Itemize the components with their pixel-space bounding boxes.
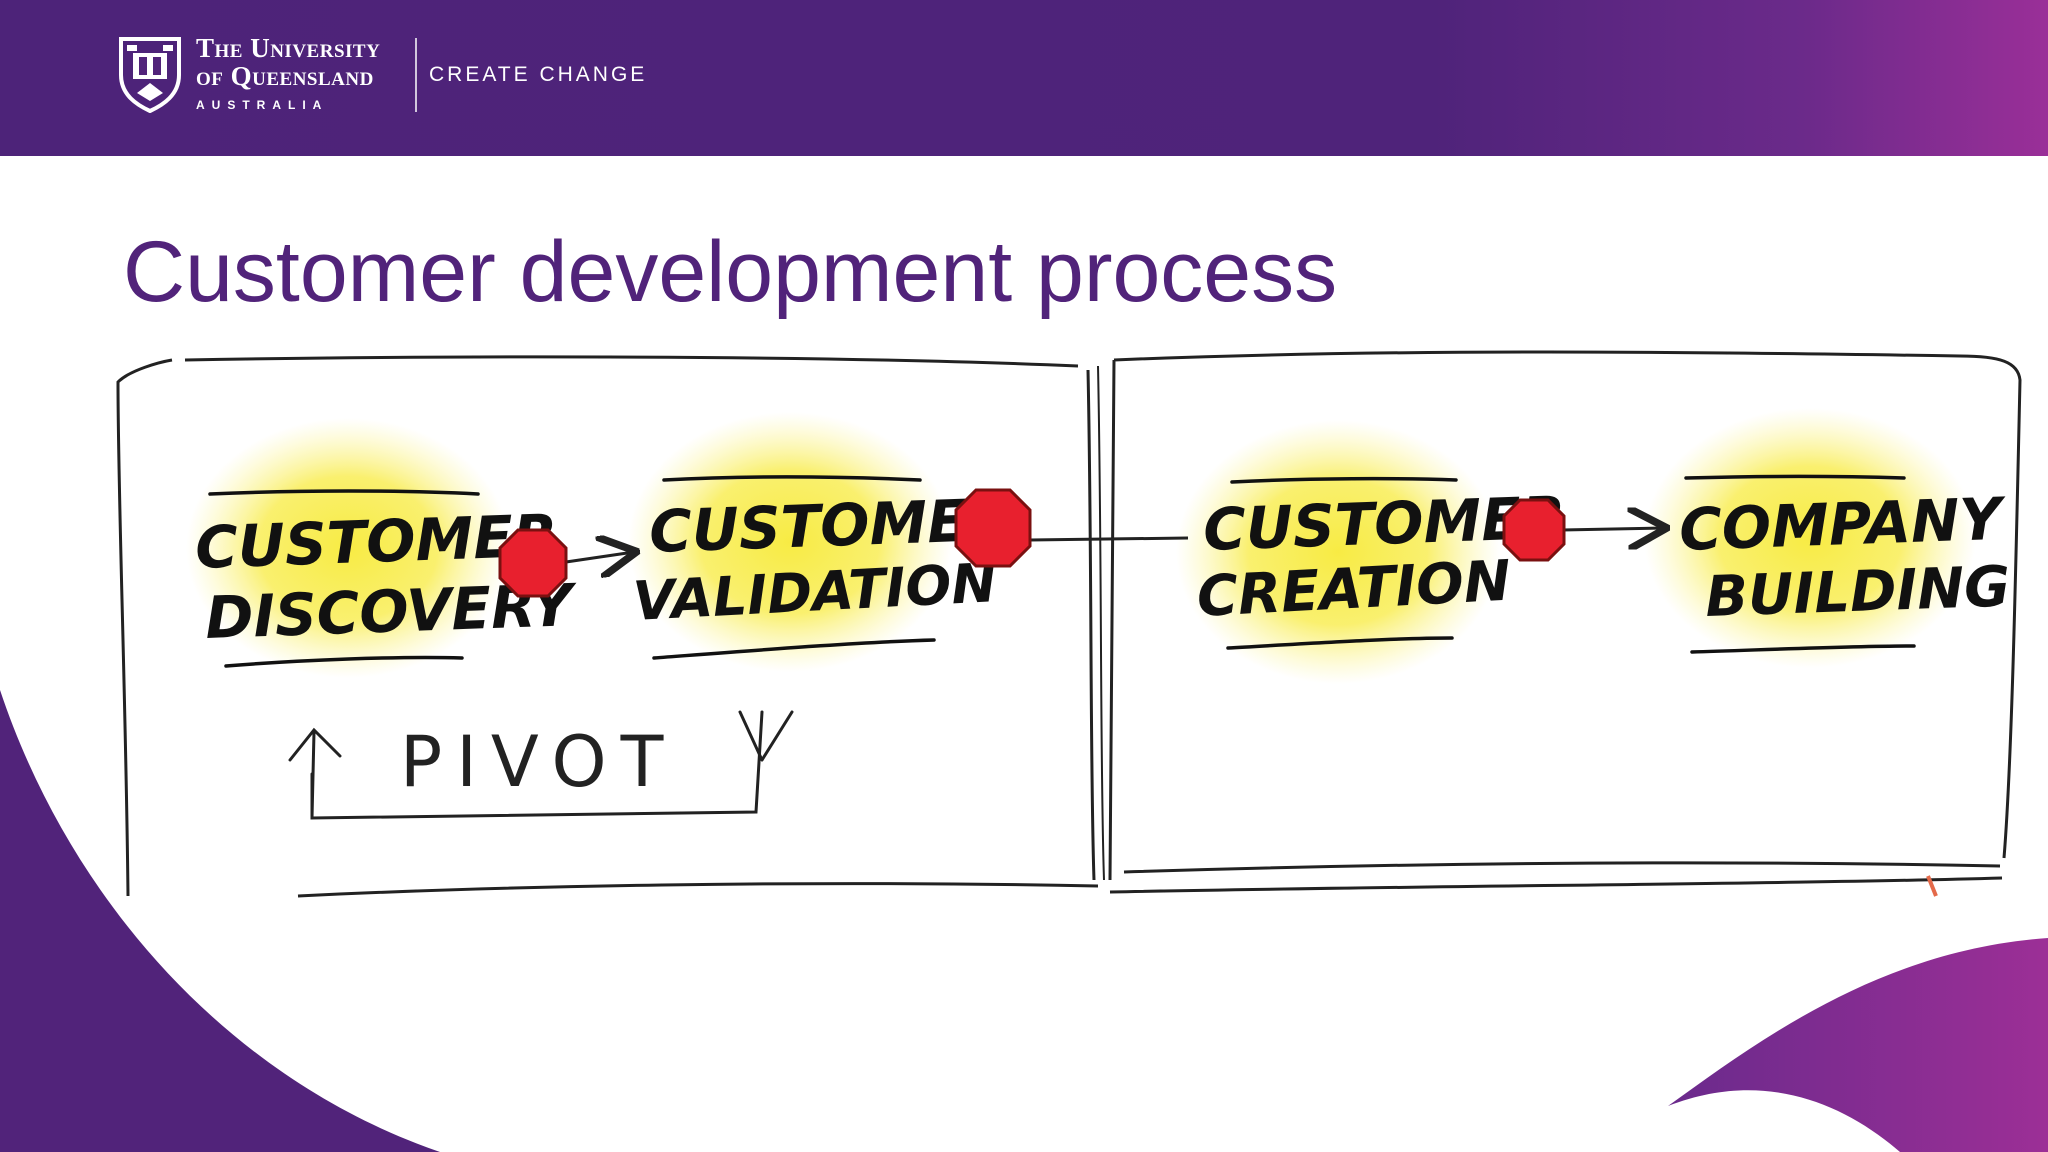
pivot-label: PIVOT <box>400 721 677 803</box>
stage-4-line-1: COMPANY <box>1678 485 2007 564</box>
arrow-creation-to-building <box>1562 528 1664 530</box>
stage-4-line-2: BUILDING <box>1704 554 2011 630</box>
stop-sign-icon-3 <box>1504 500 1564 560</box>
stop-sign-icon-1 <box>500 530 566 596</box>
search-phase-frame-inner <box>1098 366 1104 880</box>
pivot-down-arrow-icon <box>740 712 792 760</box>
arrow-discovery-to-validation <box>566 552 634 562</box>
stop-sign-icon-2 <box>956 490 1030 566</box>
connector-validation-to-creation <box>1030 538 1188 540</box>
pivot-up-arrow-icon <box>290 730 340 818</box>
